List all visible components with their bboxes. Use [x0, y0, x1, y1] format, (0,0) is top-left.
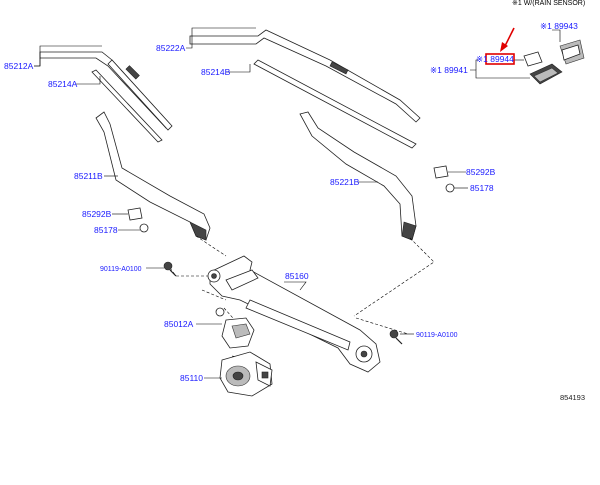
- rain-sensor-gel-sheet[interactable]: [523, 51, 543, 67]
- label-85110[interactable]: 85110: [180, 373, 203, 383]
- rain-sensor-cover[interactable]: [559, 39, 585, 65]
- label-85214A[interactable]: 85214A: [48, 79, 78, 89]
- label-85012A[interactable]: 85012A: [164, 319, 194, 329]
- label-85178-right[interactable]: 85178: [470, 183, 494, 193]
- rain-sensor-unit[interactable]: [529, 63, 563, 85]
- highlight-box-89944: [485, 53, 515, 65]
- right-blade-rubber[interactable]: [253, 59, 417, 149]
- label-89941[interactable]: ※1 89941: [430, 65, 468, 75]
- left-wiper-arm[interactable]: [95, 111, 211, 241]
- label-85160[interactable]: 85160: [285, 271, 309, 281]
- label-85214B[interactable]: 85214B: [201, 67, 231, 77]
- left-wiper-blade[interactable]: [39, 51, 173, 131]
- right-wiper-blade[interactable]: [189, 29, 421, 123]
- label-85212A[interactable]: 85212A: [4, 61, 34, 71]
- label-89943[interactable]: ※1 89943: [540, 21, 578, 31]
- wiper-motor[interactable]: [219, 351, 273, 397]
- label-85222A[interactable]: 85222A: [156, 43, 186, 53]
- left-arm-nut[interactable]: [139, 223, 149, 233]
- label-90119-left[interactable]: 90119-A0100: [100, 266, 142, 273]
- left-arm-cap[interactable]: [127, 207, 143, 221]
- rain-sensor-note: ※1 W/(RAIN SENSOR): [512, 0, 585, 7]
- wiper-link-assembly[interactable]: [207, 255, 381, 373]
- left-blade-rubber[interactable]: [91, 69, 163, 143]
- highlight-arrow: [500, 27, 515, 52]
- right-wiper-arm[interactable]: [299, 111, 417, 241]
- label-89944[interactable]: ※1 89944: [476, 54, 514, 64]
- label-85178-left[interactable]: 85178: [94, 225, 118, 235]
- right-bolt[interactable]: [389, 329, 403, 345]
- right-arm-nut[interactable]: [445, 183, 455, 193]
- label-85211B[interactable]: 85211B: [74, 171, 103, 181]
- label-85221B[interactable]: 85221B: [330, 177, 360, 187]
- label-85292B-right[interactable]: 85292B: [466, 167, 496, 177]
- label-85292B-left[interactable]: 85292B: [82, 209, 112, 219]
- motor-crank-arm[interactable]: [215, 307, 255, 349]
- figure-number: 854193: [560, 393, 585, 402]
- label-90119-right[interactable]: 90119-A0100: [416, 332, 458, 339]
- left-bolt[interactable]: [163, 261, 177, 277]
- right-arm-cap[interactable]: [433, 165, 449, 179]
